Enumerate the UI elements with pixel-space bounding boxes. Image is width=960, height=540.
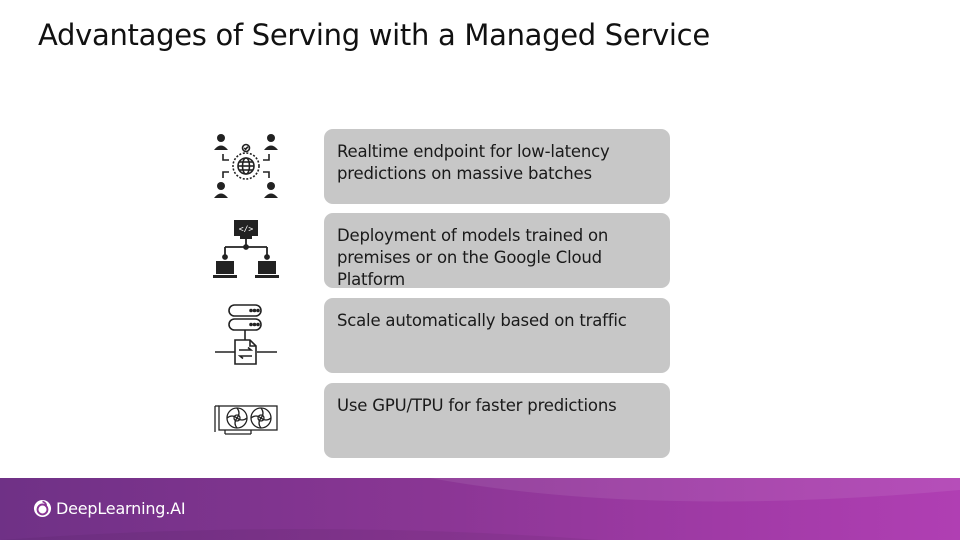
code-deployment-network-icon: </> [211, 217, 281, 287]
feature-card-scaling: Scale automatically based on traffic [324, 298, 670, 373]
svg-text:</>: </> [239, 225, 254, 234]
feature-card-gpu-tpu: Use GPU/TPU for faster predictions [324, 383, 670, 458]
feature-card-deployment: Deployment of models trained on premises… [324, 213, 670, 289]
feature-list: Realtime endpoint for low-latency predic… [211, 129, 670, 458]
global-network-users-icon [211, 130, 281, 200]
feature-card-realtime: Realtime endpoint for low-latency predic… [324, 129, 670, 204]
brand-logo: DeepLearning.AI [33, 499, 186, 518]
footer-band: DeepLearning.AI [0, 478, 960, 540]
feature-text: Scale automatically based on traffic [337, 311, 627, 330]
footer-wave-decoration [0, 478, 960, 540]
gpu-card-icon [211, 384, 281, 454]
deeplearning-logo-icon [33, 499, 52, 518]
slide-title: Advantages of Serving with a Managed Ser… [38, 18, 710, 52]
feature-text: Deployment of models trained on premises… [337, 226, 609, 289]
feature-text: Realtime endpoint for low-latency predic… [337, 142, 610, 183]
feature-text: Use GPU/TPU for faster predictions [337, 396, 617, 415]
brand-name: DeepLearning.AI [56, 499, 186, 518]
server-scaling-icon [211, 302, 281, 372]
